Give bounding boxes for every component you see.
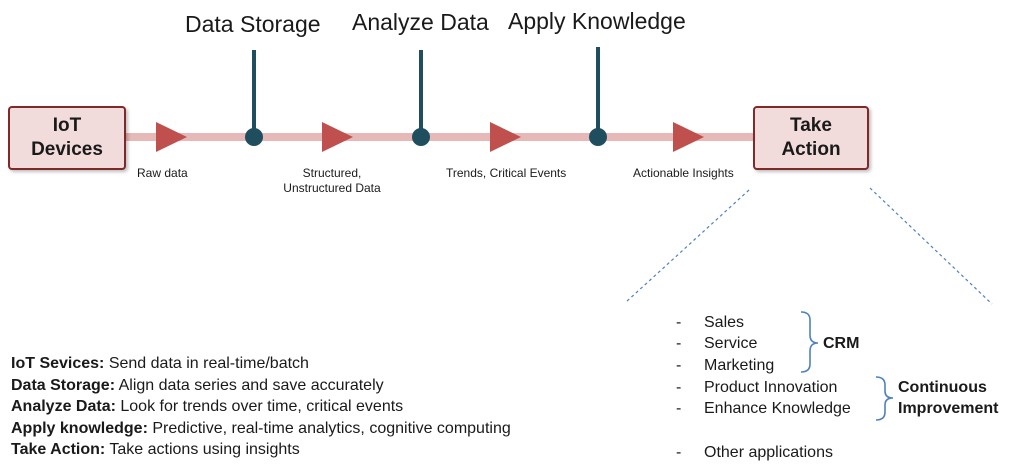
- description-term: IoT Sevices:: [11, 355, 105, 372]
- flow-label-trends: Trends, Critical Events: [446, 166, 567, 180]
- description-list: IoT Sevices: Send data in real-time/batc…: [11, 353, 511, 461]
- flow-label-structured-line1: Structured,: [302, 166, 362, 180]
- description-text: Send data in real-time/batch: [108, 355, 309, 372]
- app-item-other-applications: - Other applications: [676, 442, 833, 464]
- app-item-label: Marketing: [704, 357, 775, 374]
- flow-label-raw-data: Raw data: [137, 166, 188, 180]
- flow-arrow-4: [673, 122, 704, 152]
- description-apply-knowledge: Apply knowledge: Predictive, real-time a…: [11, 418, 511, 440]
- stage-title-data-storage: Data Storage: [185, 11, 321, 37]
- app-item-marketing: - Marketing: [676, 355, 774, 377]
- stage-title-analyze-data: Analyze Data: [352, 9, 489, 35]
- take-action-box: Take Action: [753, 106, 869, 170]
- app-item-label: Product Innovation: [704, 379, 838, 396]
- list-dash: -: [676, 379, 682, 396]
- app-item-sales: - Sales: [676, 312, 744, 334]
- description-text: Take actions using insights: [109, 441, 300, 458]
- description-term: Apply knowledge:: [11, 419, 148, 437]
- app-item-label: Enhance Knowledge: [704, 400, 851, 417]
- iot-devices-label-line2: Devices: [31, 139, 103, 160]
- app-item-label: Other applications: [704, 444, 833, 461]
- description-term: Data Storage:: [11, 376, 116, 394]
- description-analyze-data: Analyze Data: Look for trends over time,…: [11, 396, 511, 418]
- flow-label-structured-line2: Unstructured Data: [283, 181, 381, 195]
- description-take-action: Take Action: Take actions using insights: [11, 439, 511, 461]
- list-dash: -: [676, 335, 682, 352]
- app-item-enhance-knowledge: - Enhance Knowledge: [676, 398, 851, 420]
- flow-arrow-2: [322, 122, 353, 152]
- description-iot: IoT Sevices: Send data in real-time/batc…: [11, 353, 511, 375]
- group-label-continuous: Continuous: [898, 379, 987, 396]
- description-data-storage: Data Storage: Align data series and save…: [11, 375, 511, 397]
- list-dash: -: [676, 444, 682, 461]
- group-label-crm: CRM: [823, 335, 860, 352]
- description-term: Analyze Data:: [11, 398, 116, 415]
- description-term: Take Action:: [11, 441, 106, 458]
- zoom-line-right: [869, 187, 993, 305]
- flow-arrow-1: [156, 122, 187, 152]
- flow-arrow-3: [490, 122, 521, 152]
- list-dash: -: [676, 400, 682, 417]
- stage-node-analyze-data: [412, 128, 430, 146]
- crm-bracket: [800, 311, 819, 373]
- iot-devices-label-line1: IoT: [52, 115, 82, 136]
- iot-devices-box: IoT Devices: [8, 106, 126, 170]
- zoom-line-left: [625, 189, 750, 303]
- flow-label-structured: Structured, Unstructured Data: [272, 166, 392, 196]
- app-item-product-innovation: - Product Innovation: [676, 377, 837, 399]
- improvement-bracket: [875, 376, 894, 421]
- list-dash: -: [676, 314, 682, 331]
- app-item-label: Sales: [704, 314, 745, 331]
- list-dash: -: [676, 357, 682, 374]
- take-action-label-line1: Take: [790, 115, 832, 136]
- group-label-improvement: Improvement: [898, 400, 999, 417]
- stage-title-apply-knowledge: Apply Knowledge: [508, 8, 686, 34]
- app-item-label: Service: [704, 335, 758, 352]
- group-label-continuous-improvement: Continuous Improvement: [898, 377, 998, 419]
- description-text: Align data series and save accurately: [118, 376, 384, 394]
- stage-node-apply-knowledge: [589, 128, 607, 146]
- description-text: Look for trends over time, critical even…: [120, 398, 404, 415]
- app-item-service: - Service: [676, 333, 757, 355]
- flow-label-insights: Actionable Insights: [633, 166, 734, 180]
- stage-node-data-storage: [245, 128, 263, 146]
- take-action-label-line2: Action: [781, 139, 841, 160]
- description-text: Predictive, real-time analytics, cogniti…: [152, 419, 511, 437]
